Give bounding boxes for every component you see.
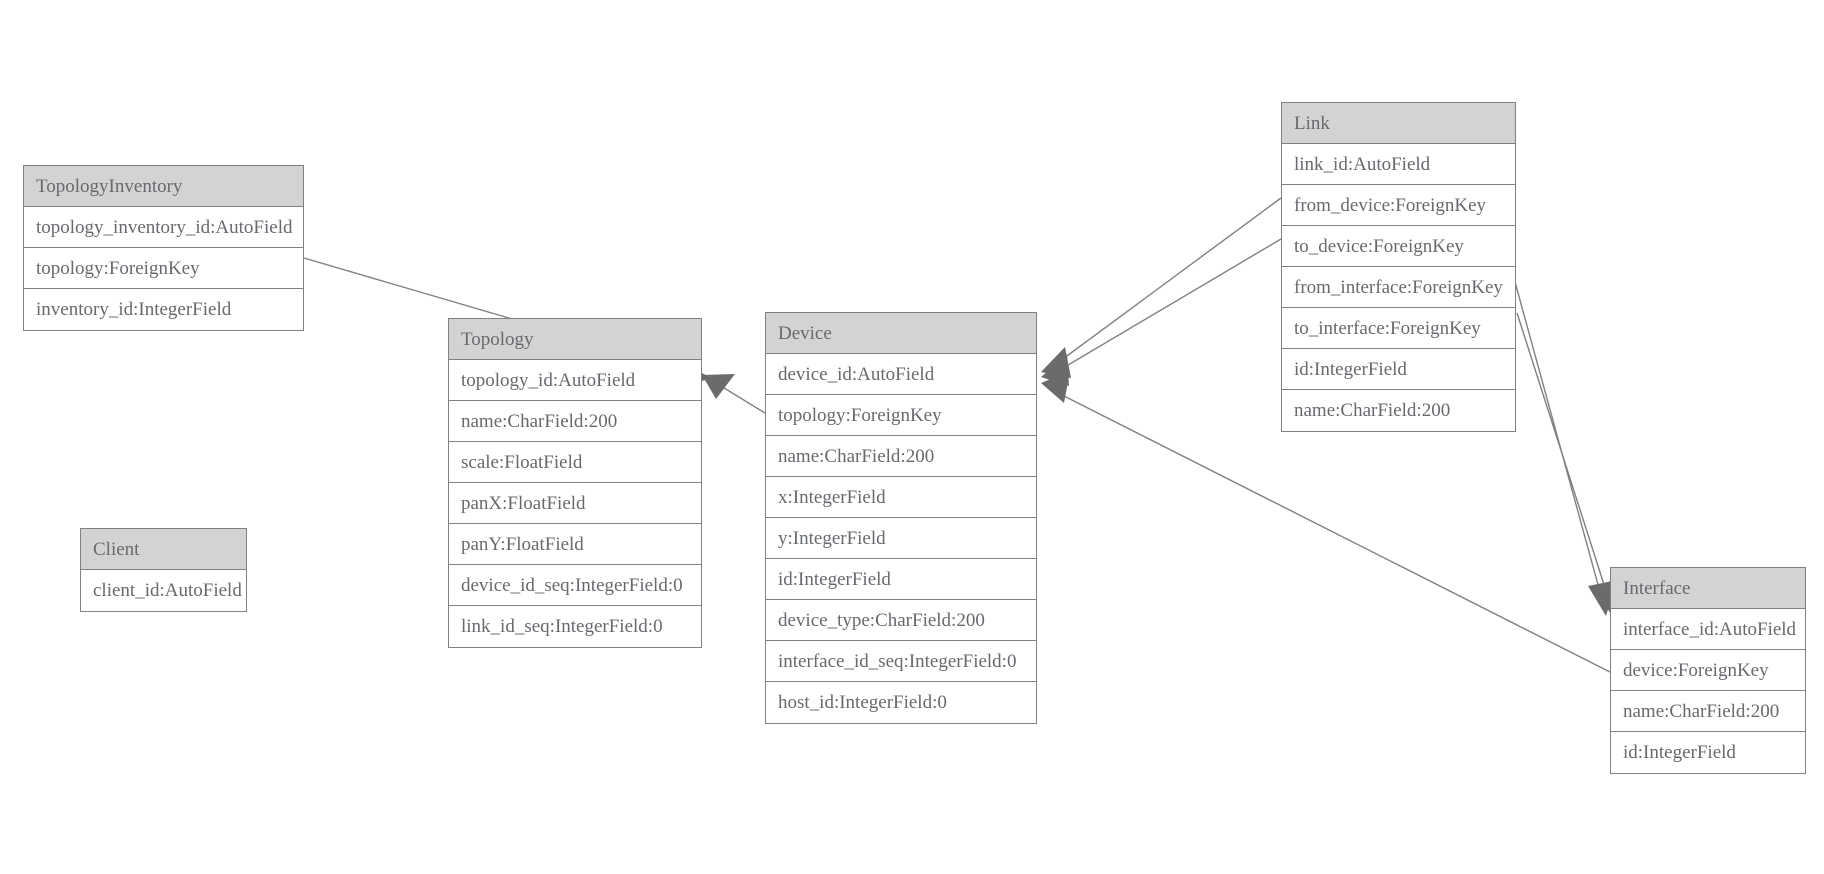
relationship-device-topology [702, 374, 766, 414]
entity-title: TopologyInventory [24, 166, 303, 207]
entity-field[interactable]: name:CharField:200 [449, 401, 701, 442]
entity-field[interactable]: x:IntegerField [766, 477, 1036, 518]
entity-field[interactable]: name:CharField:200 [1282, 390, 1515, 431]
entity-device[interactable]: Device device_id:AutoField topology:Fore… [765, 312, 1037, 724]
entity-field[interactable]: id:IntegerField [1282, 349, 1515, 390]
entity-field[interactable]: topology:ForeignKey [766, 395, 1036, 436]
entity-title: Client [81, 529, 246, 570]
entity-field[interactable]: host_id:IntegerField:0 [766, 682, 1036, 723]
entity-title: Interface [1611, 568, 1805, 609]
entity-field[interactable]: topology_inventory_id:AutoField [24, 207, 303, 248]
entity-field[interactable]: id:IntegerField [766, 559, 1036, 600]
entity-field[interactable]: interface_id:AutoField [1611, 609, 1805, 650]
entity-field[interactable]: to_interface:ForeignKey [1282, 308, 1515, 349]
entity-title: Device [766, 313, 1036, 354]
entity-field[interactable]: name:CharField:200 [766, 436, 1036, 477]
relationship-link-from-interface [1511, 270, 1617, 616]
entity-interface[interactable]: Interface interface_id:AutoField device:… [1610, 567, 1806, 774]
entity-field[interactable]: link_id:AutoField [1282, 144, 1515, 185]
entity-field[interactable]: link_id_seq:IntegerField:0 [449, 606, 701, 647]
entity-field[interactable]: y:IntegerField [766, 518, 1036, 559]
entity-link[interactable]: Link link_id:AutoField from_device:Forei… [1281, 102, 1516, 432]
entity-field[interactable]: panY:FloatField [449, 524, 701, 565]
entity-title: Topology [449, 319, 701, 360]
entity-title: Link [1282, 103, 1515, 144]
entity-field[interactable]: interface_id_seq:IntegerField:0 [766, 641, 1036, 682]
entity-field[interactable]: device_type:CharField:200 [766, 600, 1036, 641]
entity-field[interactable]: device_id:AutoField [766, 354, 1036, 395]
relationship-link-from-device [1041, 197, 1282, 378]
entity-field[interactable]: inventory_id:IntegerField [24, 289, 303, 330]
entity-topology[interactable]: Topology topology_id:AutoField name:Char… [448, 318, 702, 648]
entity-field[interactable]: client_id:AutoField [81, 570, 246, 611]
entity-field[interactable]: panX:FloatField [449, 483, 701, 524]
entity-field[interactable]: topology_id:AutoField [449, 360, 701, 401]
entity-field[interactable]: from_interface:ForeignKey [1282, 267, 1515, 308]
entity-topologyinventory[interactable]: TopologyInventory topology_inventory_id:… [23, 165, 304, 331]
entity-field[interactable]: from_device:ForeignKey [1282, 185, 1515, 226]
entity-field[interactable]: scale:FloatField [449, 442, 701, 483]
entity-field[interactable]: topology:ForeignKey [24, 248, 303, 289]
entity-field[interactable]: name:CharField:200 [1611, 691, 1805, 732]
relationship-link-to-interface [1516, 312, 1622, 616]
entity-field[interactable]: device:ForeignKey [1611, 650, 1805, 691]
entity-client[interactable]: Client client_id:AutoField [80, 528, 247, 612]
entity-field[interactable]: device_id_seq:IntegerField:0 [449, 565, 701, 606]
entity-field[interactable]: to_device:ForeignKey [1282, 226, 1515, 267]
relationship-link-to-device [1041, 238, 1282, 386]
entity-field[interactable]: id:IntegerField [1611, 732, 1805, 773]
